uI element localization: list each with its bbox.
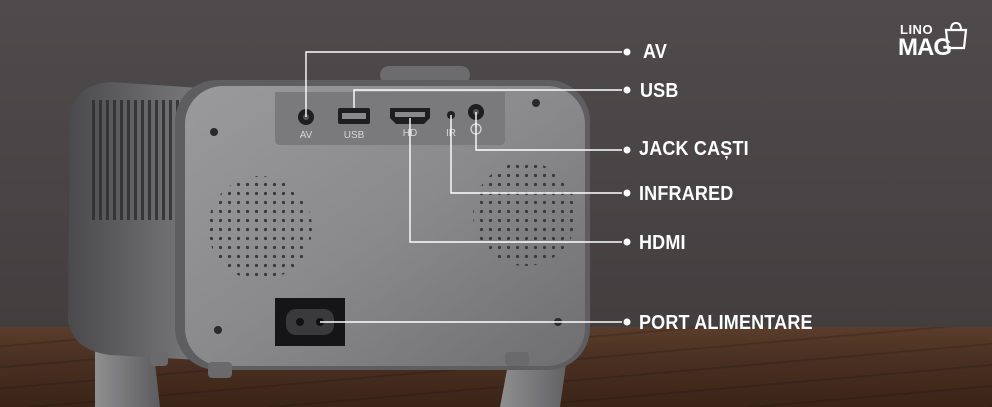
callout-dots — [623, 48, 631, 326]
line-usb — [353, 89, 622, 108]
line-infrared — [450, 115, 622, 194]
callout-lines — [305, 51, 622, 323]
linomag-logo: LINO MAG — [898, 18, 976, 66]
callout-port-alimentare: PORT ALIMENTARE — [639, 312, 813, 334]
callout-usb: USB — [640, 80, 679, 102]
left-speaker-grille — [208, 176, 312, 280]
av-port-label: AV — [300, 130, 313, 141]
callout-av: AV — [643, 41, 668, 63]
line-jack — [475, 112, 622, 151]
shopping-bag-icon — [944, 21, 968, 50]
side-vents — [92, 100, 182, 220]
back-panel — [185, 86, 585, 366]
foot-right — [505, 352, 529, 366]
screw-top-left — [210, 128, 218, 136]
callout-infrared: INFRARED — [639, 183, 734, 205]
logo-line1: LINO — [900, 22, 934, 37]
port-strip — [275, 92, 505, 145]
top-dial — [380, 66, 470, 84]
callout-jack-casti: JACK CAȘTI — [639, 138, 749, 160]
usb-port-label: USB — [344, 130, 365, 141]
screw-top-right — [532, 99, 540, 107]
foot-left — [208, 362, 232, 378]
line-hdmi — [409, 118, 622, 243]
screw-bottom-left — [214, 326, 222, 334]
right-speaker-grille — [473, 162, 577, 266]
line-av — [305, 51, 622, 117]
callout-hdmi: HDMI — [639, 232, 686, 254]
logo-line2: MAG — [898, 34, 952, 61]
